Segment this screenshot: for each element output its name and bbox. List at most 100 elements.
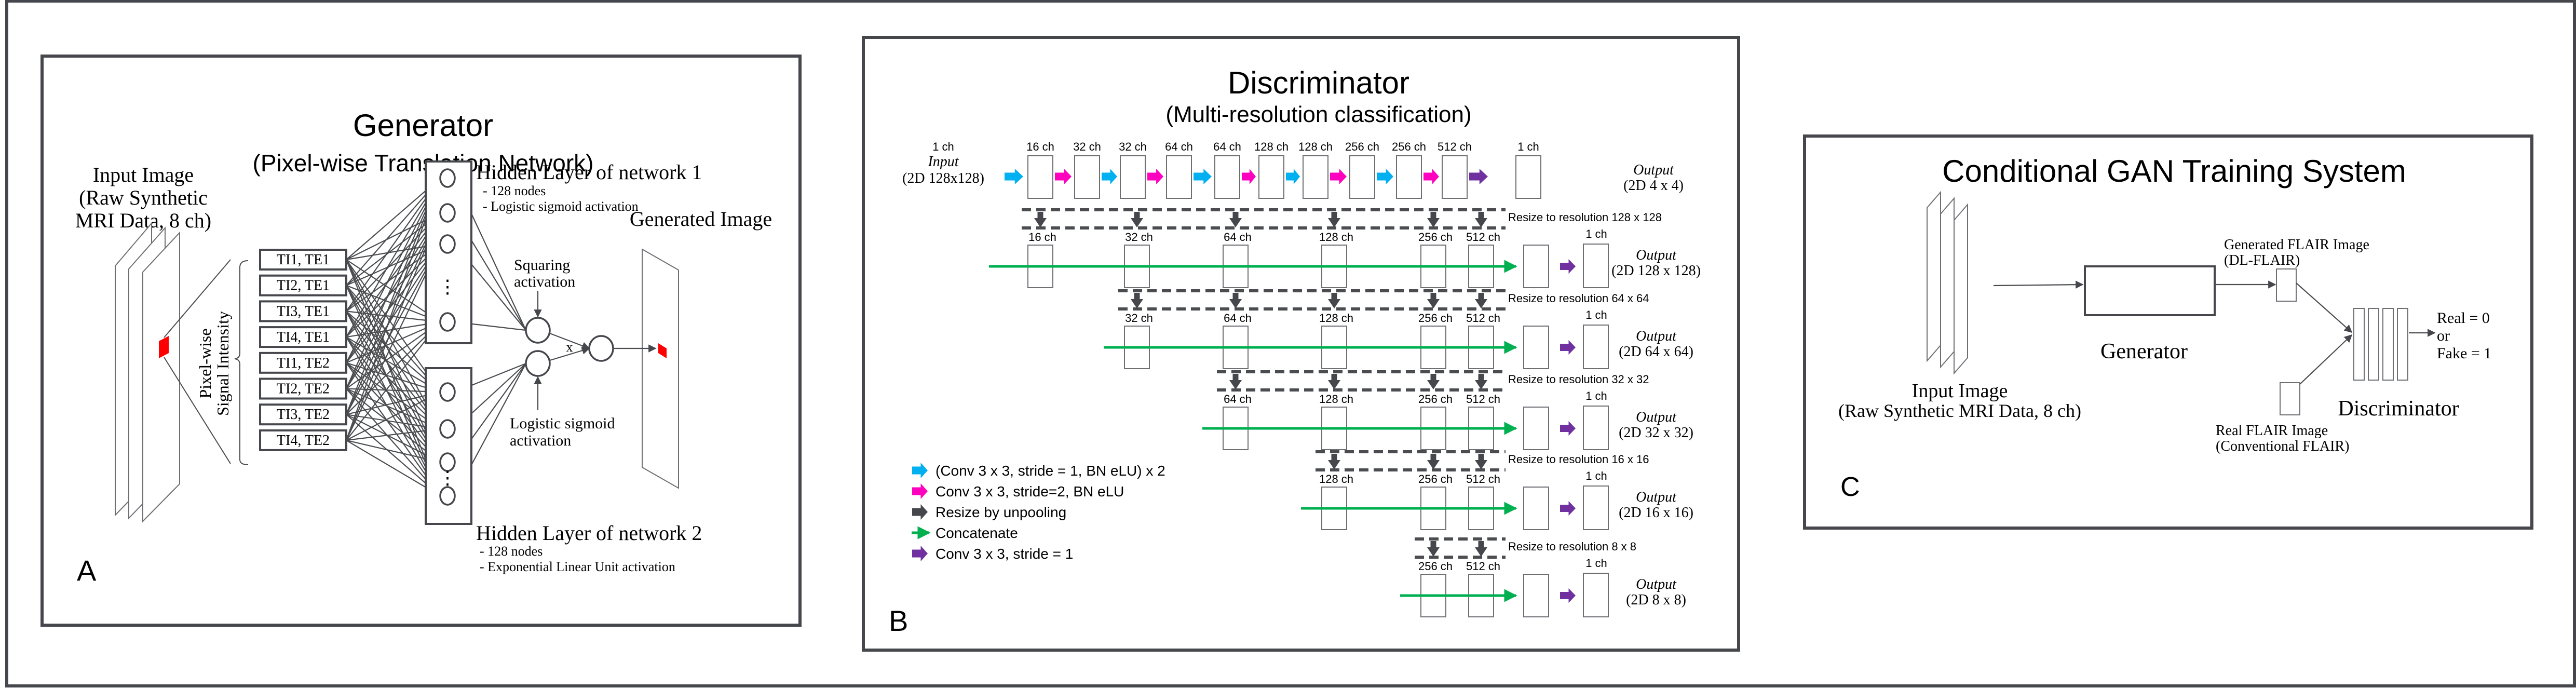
input-to-hidden-edge <box>346 428 441 441</box>
real-flair-label-line: Real FLAIR Image <box>2216 423 2328 439</box>
input-channel-box: TI2, TE1 <box>259 274 347 296</box>
channel-label: 256 ch <box>1418 560 1453 573</box>
resize-arrow <box>1034 212 1047 227</box>
resize-arrow <box>1328 374 1340 389</box>
channel-label: 512 ch <box>1466 231 1500 244</box>
output-label: Output <box>1636 576 1677 592</box>
conv-out-arrow <box>1560 421 1576 436</box>
resize-arrow-shape <box>1475 454 1487 469</box>
legend-label: Conv 3 x 3, stride=2, BN eLU <box>936 483 1124 500</box>
input-to-hidden-edge <box>345 178 441 441</box>
output-size-label: (2D 128 x 128) <box>1611 263 1701 279</box>
channel-label: 64 ch <box>1213 140 1241 153</box>
input-to-hidden-edge <box>346 212 441 286</box>
input-channel-label: TI2, TE1 <box>277 278 330 294</box>
legend-conv_out-swatch <box>912 546 928 561</box>
discriminator-layer <box>2382 308 2394 381</box>
resize-arrow <box>1328 212 1340 227</box>
conv-out-arrow-shape <box>1560 421 1576 436</box>
conv-out-arrow <box>1560 259 1576 274</box>
signal-label-line: Pixel-wise <box>196 328 214 398</box>
legend-item: (Conv 3 x 3, stride = 1, BN eLU) x 2 <box>912 463 1165 479</box>
conv-stage: 512 ch <box>1423 140 1472 199</box>
input-image-label-line: MRI Data, 8 ch) <box>75 209 211 232</box>
input-to-hidden-edge <box>346 388 441 393</box>
resize-arrow-shape <box>1229 374 1242 389</box>
resize-arrow <box>1328 454 1340 469</box>
channel-label: 32 ch <box>1119 140 1147 153</box>
panel-b-discriminator: Discriminator (Multi-resolution classifi… <box>862 36 1740 652</box>
feature-map-box <box>1515 155 1541 199</box>
panel-c-gan-system: Conditional GAN Training System Generato… <box>1803 134 2533 530</box>
conv1-arrow-shape <box>1377 169 1393 184</box>
panel-b-subtitle: (Multi-resolution classification) <box>1165 102 1471 127</box>
legend-resize-swatch <box>912 504 928 520</box>
input-to-hidden-edge <box>346 414 441 463</box>
channel-label: 128 ch <box>1254 140 1289 153</box>
input-to-hidden-edge <box>346 244 441 415</box>
input-to-hidden-edge <box>346 178 441 363</box>
panel-c-letter: C <box>1840 472 1860 502</box>
input-slice <box>1927 191 1941 362</box>
input-channel-label: TI3, TE1 <box>277 303 330 319</box>
output-label: Output <box>1636 489 1677 505</box>
conv1-arrow-shape <box>1102 169 1117 184</box>
fake-image-box <box>2276 268 2297 302</box>
output-map-box <box>1583 406 1609 450</box>
discriminator-layer <box>2353 308 2365 381</box>
resize-arrow <box>1475 454 1487 469</box>
zoom-line <box>164 259 231 338</box>
hidden-node <box>439 486 456 506</box>
brace <box>234 260 249 465</box>
output-size-label: (2D 16 x 16) <box>1619 505 1693 521</box>
legend-item: Conv 3 x 3, stride = 1 <box>912 546 1073 562</box>
resize-arrow <box>1427 374 1440 389</box>
panel-a-generator: Generator (Pixel-wise Translation Networ… <box>40 55 802 627</box>
panel-b-title: Discriminator <box>1228 65 1409 100</box>
legend-conv1-swatch <box>912 463 928 478</box>
input-to-hidden-edge <box>346 178 441 312</box>
resize-arrow-shape <box>1328 212 1340 227</box>
resize-label: Resize to resolution 16 x 16 <box>1508 453 1649 466</box>
concat-box <box>1523 245 1549 288</box>
input-channel-box: TI3, TE1 <box>259 300 347 322</box>
resize-arrow-shape <box>1475 212 1487 227</box>
input-slice <box>1954 203 1968 375</box>
legend-conv2-swatch <box>912 483 928 499</box>
conv1-arrow-shape <box>1194 169 1212 184</box>
feature-map-box <box>1027 155 1053 199</box>
conv2-arrow <box>1330 169 1347 184</box>
input-to-hidden-edge <box>346 178 441 286</box>
real-flair-label-line: (Conventional FLAIR) <box>2216 438 2349 454</box>
input-to-hidden-edge <box>346 212 441 389</box>
input-to-hidden-edge <box>346 285 441 429</box>
logistic-label-line: Logistic sigmoid <box>510 415 615 432</box>
feature-map-box <box>1120 155 1146 199</box>
out-channel-label: 1 ch <box>1585 469 1607 482</box>
multiply-symbol: x <box>566 340 573 355</box>
input-channel-label: TI4, TE2 <box>277 433 330 449</box>
channel-label: 512 ch <box>1466 312 1500 325</box>
resize-arrow-shape <box>1427 374 1440 389</box>
generator-box <box>2084 265 2216 316</box>
conv-out-arrow-shape <box>1560 340 1576 355</box>
resize-arrow <box>1229 374 1242 389</box>
input-to-hidden-edge <box>346 414 441 430</box>
resize-arrow <box>1328 293 1340 308</box>
input-to-hidden-edge <box>346 362 441 463</box>
conv-stage: 128 ch <box>1286 140 1333 199</box>
input-slice <box>142 231 180 523</box>
feature-map-box <box>1074 155 1100 199</box>
conv2-arrow-shape <box>1242 169 1256 184</box>
input-to-hidden-edge <box>346 311 441 463</box>
channel-label: 128 ch <box>1319 393 1353 406</box>
legend-item: Concatenate <box>912 525 1018 541</box>
channel-label: 64 ch <box>1224 231 1252 244</box>
legend-label: (Conv 3 x 3, stride = 1, BN eLU) x 2 <box>936 463 1165 479</box>
input-to-hidden-edge <box>346 336 441 393</box>
feature-map-box <box>1349 155 1375 199</box>
input-to-hidden-edge <box>346 178 441 260</box>
